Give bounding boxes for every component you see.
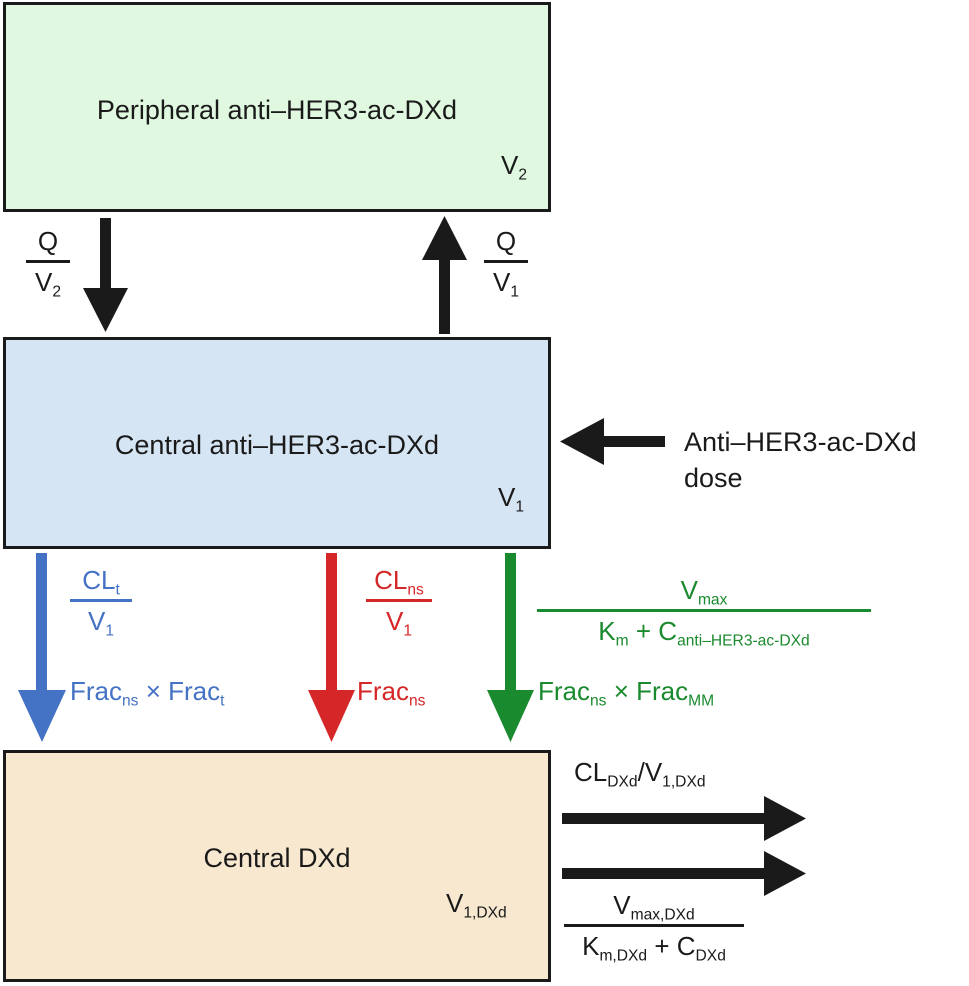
transfer-down-arrow xyxy=(83,218,128,332)
transfer-up-fraction: Q V1 xyxy=(484,226,528,299)
linear-elimination-arrow xyxy=(562,796,806,841)
blue-fraction-product: Fracns × Fract xyxy=(70,676,225,710)
dxd-volume-label: V1,DXd xyxy=(446,888,507,922)
blue-pathway-arrow xyxy=(18,553,66,742)
dxd-compartment-title: Central DXd xyxy=(203,843,351,873)
red-fraction-label: Fracns xyxy=(357,676,426,710)
peripheral-compartment-box: Peripheral anti–HER3-ac-DXd V2 xyxy=(3,2,551,212)
mm-elimination-arrow xyxy=(562,851,806,896)
central-compartment-title: Central anti–HER3-ac-DXd xyxy=(114,430,440,460)
central-volume-label: V1 xyxy=(498,482,525,516)
green-fraction-product: Fracns × FracMM xyxy=(538,676,715,710)
peripheral-compartment-title: Peripheral anti–HER3-ac-DXd xyxy=(96,95,458,125)
linear-elimination-label: CLDXd/V1,DXd xyxy=(574,757,706,791)
dose-arrow xyxy=(560,418,665,465)
transfer-up-arrow xyxy=(422,216,467,334)
red-pathway-arrow xyxy=(308,553,355,742)
mm-elimination-fraction: Vmax,DXd Km,DXd + CDXd xyxy=(564,890,744,963)
green-pathway-arrow xyxy=(487,553,534,742)
central-compartment-box: Central anti–HER3-ac-DXd V1 xyxy=(3,337,551,549)
dxd-compartment-box: Central DXd V1,DXd xyxy=(3,750,551,982)
dose-label: Anti–HER3-ac-DXd dose xyxy=(684,427,917,493)
transfer-down-fraction: Q V2 xyxy=(26,226,70,299)
blue-clearance-fraction: CLt V1 xyxy=(70,565,132,638)
peripheral-volume-label: V2 xyxy=(501,150,528,184)
red-clearance-fraction: CLns V1 xyxy=(366,565,432,638)
green-mm-fraction: Vmax Km + Canti–HER3-ac-DXd xyxy=(537,575,871,648)
